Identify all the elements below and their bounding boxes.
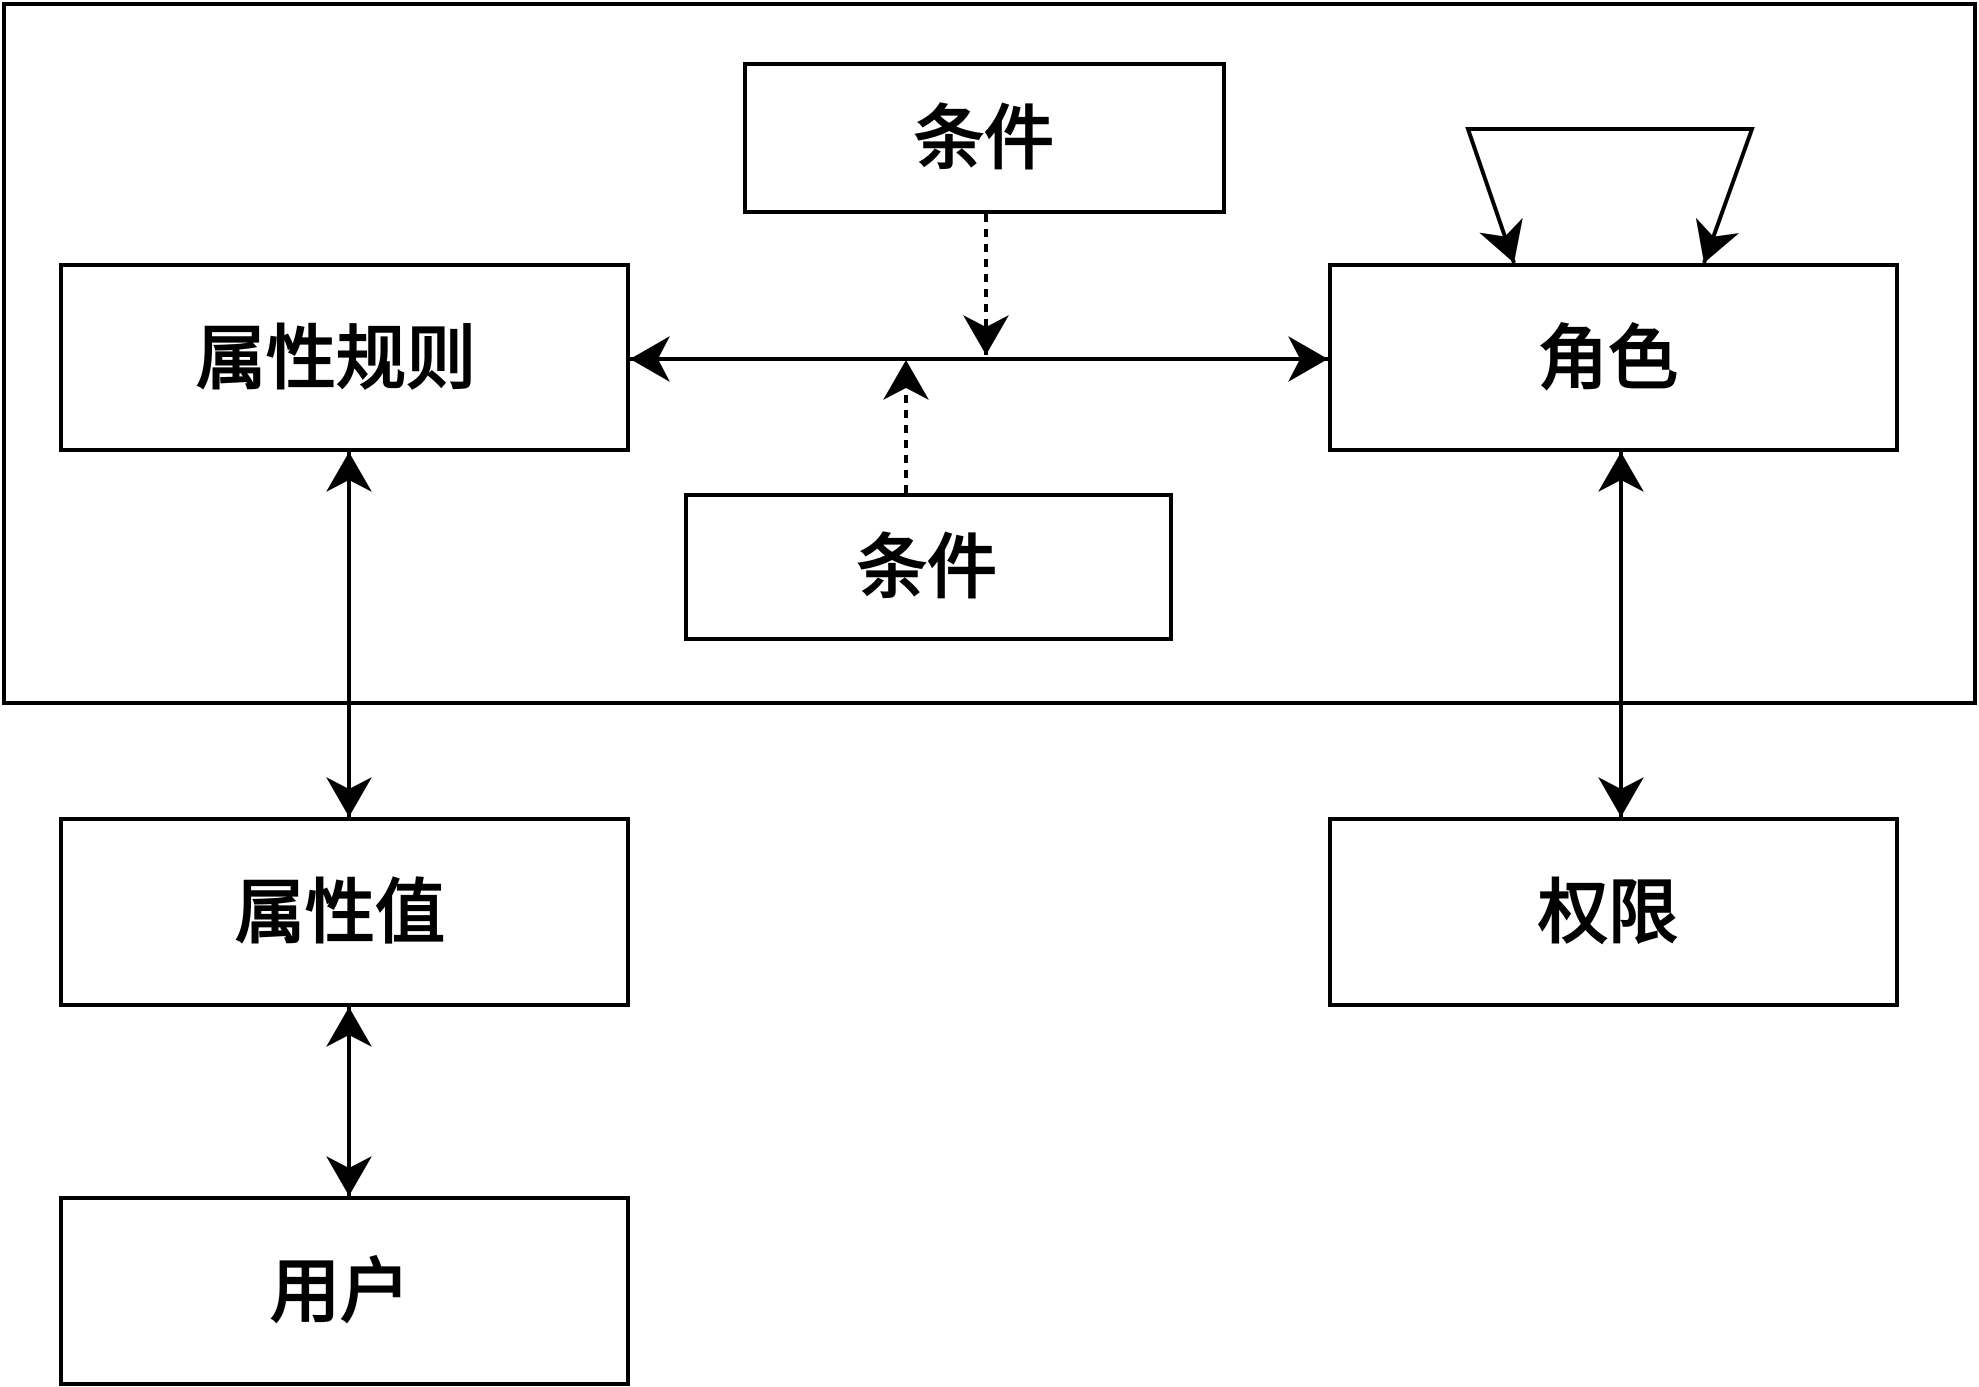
node-user[interactable]: 用户	[59, 1196, 630, 1386]
node-label: 角色	[1538, 317, 1678, 400]
node-role[interactable]: 角色	[1328, 263, 1899, 452]
node-label: 用户	[270, 1250, 410, 1333]
node-condition-top[interactable]: 条件	[743, 62, 1226, 214]
system-boundary	[2, 2, 1977, 705]
node-permission[interactable]: 权限	[1328, 817, 1899, 1007]
edge-role-self-loop	[1465, 127, 1755, 264]
node-label: 权限	[1537, 871, 1678, 954]
node-label: 属性值	[235, 871, 445, 954]
node-label: 条件	[857, 526, 997, 609]
node-condition-bottom[interactable]: 条件	[684, 493, 1173, 641]
node-attribute-rule[interactable]: 属性规则	[59, 263, 630, 452]
node-label: 条件	[914, 97, 1054, 180]
node-attribute-value[interactable]: 属性值	[59, 817, 630, 1007]
node-label: 属性规则	[196, 317, 476, 400]
